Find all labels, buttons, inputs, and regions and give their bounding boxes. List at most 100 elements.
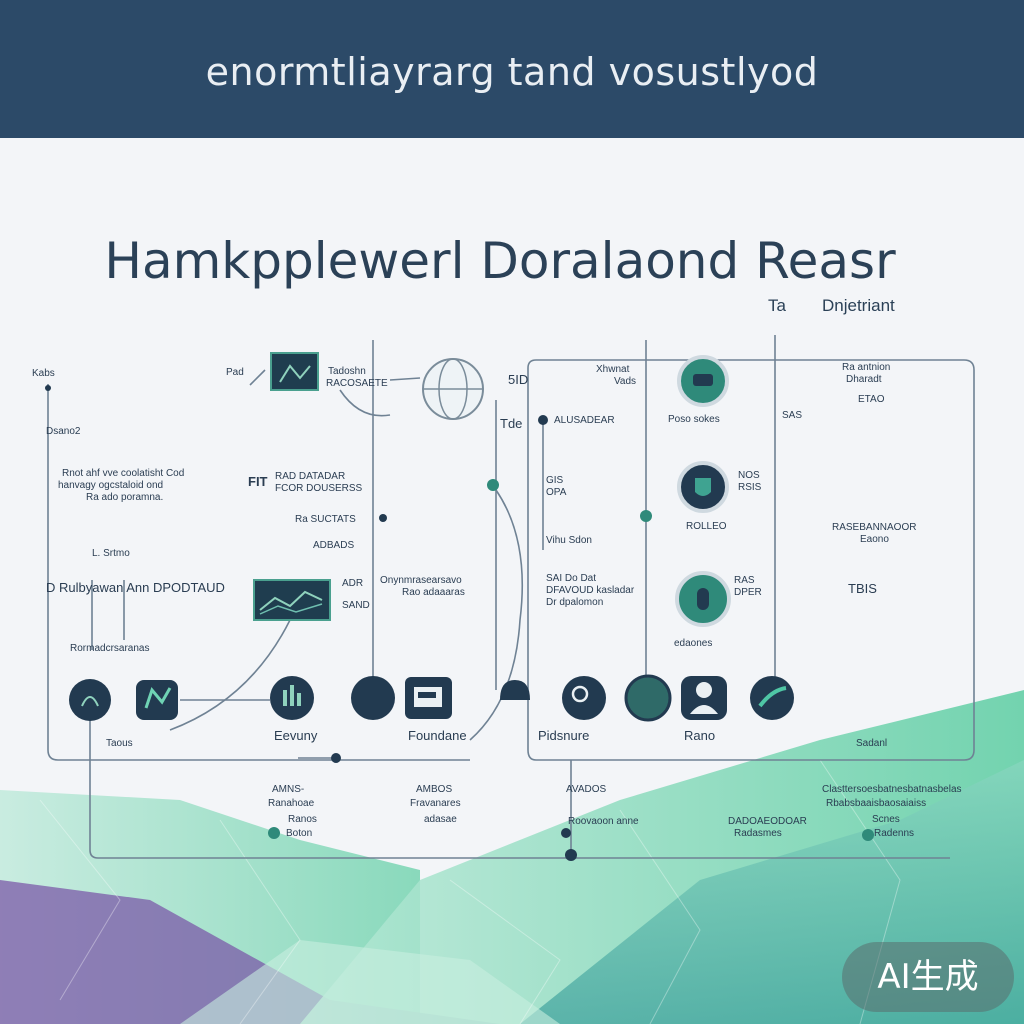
label-d2: Vads xyxy=(614,376,637,387)
rocket-icon xyxy=(750,676,794,720)
cloud-icon xyxy=(500,680,530,700)
label-g1: AMNS- xyxy=(272,784,305,795)
wave-purple xyxy=(0,880,500,1024)
watermark-badge: AI生成 xyxy=(842,942,1014,1012)
label-a5: Ra ado poramna. xyxy=(86,492,164,503)
network-icon xyxy=(136,680,178,720)
label-c4: 5ID xyxy=(508,372,529,387)
label-c5: Tde xyxy=(500,416,523,431)
diagram-subtitle-b: Dnjetriant xyxy=(822,296,895,315)
label-c2: Rao adaaaras xyxy=(402,587,465,598)
label-d7: SAI Do Dat xyxy=(546,573,597,584)
label-d4: GIS xyxy=(546,475,564,486)
dot-3 xyxy=(487,479,499,491)
label-g14: Scnes xyxy=(872,814,900,825)
chip-icon xyxy=(675,571,731,627)
wave-facets xyxy=(39,759,901,1024)
label-g5: AMBOS xyxy=(416,784,453,795)
lock-icon xyxy=(562,676,606,720)
hand-icon xyxy=(677,355,729,407)
label-g13: Rbabsbaaisbaosaiaiss xyxy=(826,798,927,809)
label-a8: Rormadcrsaranas xyxy=(70,643,150,654)
label-f2: Dharadt xyxy=(846,374,882,385)
dot-1 xyxy=(538,415,548,425)
label-e7: RAS xyxy=(734,575,755,586)
label-g4: Boton xyxy=(286,828,313,839)
label-g2: Ranahoae xyxy=(268,798,315,809)
label-d6: Vihu Sdon xyxy=(546,535,592,546)
label-b9: ADR xyxy=(342,578,364,589)
shield-icon xyxy=(677,461,729,513)
chart-icon xyxy=(270,676,314,720)
label-b2: Tadoshn xyxy=(328,366,366,377)
chart-screen-icon xyxy=(253,579,331,621)
dot-5 xyxy=(268,827,280,839)
frame-left xyxy=(47,384,470,761)
label-f8: Sadanl xyxy=(856,738,888,749)
label-a6: L. Srtmo xyxy=(92,548,130,559)
label-g12: Clasttersoesbatnesbatnasbelas xyxy=(822,784,962,795)
curve-4 xyxy=(389,377,421,381)
label-d1: Xhwnat xyxy=(596,364,630,375)
label-g10: DADOAEODOAR xyxy=(728,816,807,827)
diagram-title: Hamkpplewerl Doralaond Reasr xyxy=(104,232,896,290)
label-b4: FIT xyxy=(248,474,268,489)
label-g15: Radenns xyxy=(874,828,915,839)
label-c1: Onynmrasearsavo xyxy=(380,575,462,586)
label-b8: ADBADS xyxy=(313,540,355,551)
label-b3: RACOSAETE xyxy=(326,378,388,389)
label-a7: D Rulbyawan Ann DPODTAUD xyxy=(46,580,225,595)
label-g11: Radasmes xyxy=(734,828,782,839)
label-d10: Pidsnure xyxy=(538,728,590,743)
label-g9: Roovaoon anne xyxy=(568,816,639,827)
dot-10 xyxy=(45,385,51,391)
dot-2 xyxy=(640,510,652,522)
frame-bottom xyxy=(89,690,950,859)
label-f7: SAS xyxy=(782,410,803,421)
label-f5: Eaono xyxy=(860,534,889,545)
label-c3: Foundane xyxy=(408,728,467,743)
label-g6: Fravanares xyxy=(410,798,461,809)
label-g3: Ranos xyxy=(288,814,317,825)
dot-8 xyxy=(862,829,874,841)
label-f6: TBIS xyxy=(848,581,877,596)
label-e6: RSIS xyxy=(738,482,762,493)
user-icon xyxy=(681,676,727,720)
label-a1: Kabs xyxy=(32,368,55,379)
label-e5: NOS xyxy=(738,470,760,481)
curve-1 xyxy=(169,619,291,731)
label-d9: Dr dpalomon xyxy=(546,597,604,608)
person-icon xyxy=(351,676,395,720)
fingerprint-icon xyxy=(69,679,111,721)
header-banner: enormtliayrarg tand vosustlyod xyxy=(0,0,1024,138)
label-d8: DFAVOUD kasladar xyxy=(546,585,635,596)
label-a4: hanvagy ogcstaloid ond xyxy=(58,480,164,491)
label-f4: RASEBANNAOOR xyxy=(832,522,917,533)
label-d5: OPA xyxy=(546,487,567,498)
dot-6 xyxy=(565,849,577,861)
diagram-subtitle-a: Ta xyxy=(768,296,786,315)
curve-5 xyxy=(249,369,266,386)
label-e1: Poso sokes xyxy=(668,414,720,425)
label-d3: ALUSADEAR xyxy=(554,415,615,426)
dot-9 xyxy=(379,514,387,522)
curve-2 xyxy=(469,489,524,741)
label-f1: Ra antnion xyxy=(842,362,891,373)
label-g7: adasae xyxy=(424,814,457,825)
frame-right xyxy=(527,359,975,761)
document-icon xyxy=(405,677,452,719)
dot-4 xyxy=(331,753,341,763)
label-e2: ROLLEO xyxy=(686,521,727,532)
banner-title: enormtliayrarg tand vosustlyod xyxy=(205,50,819,94)
wave-light xyxy=(180,940,560,1024)
label-b10: SAND xyxy=(342,600,370,611)
label-e8: DPER xyxy=(734,587,762,598)
label-a3: Rnot ahf vve coolatisht Cod xyxy=(62,468,185,479)
label-b7: Ra SUCTATS xyxy=(295,514,356,525)
label-f3: ETAO xyxy=(858,394,885,405)
label-b11: Eevuny xyxy=(274,728,318,743)
label-a2: Dsano2 xyxy=(46,426,81,437)
